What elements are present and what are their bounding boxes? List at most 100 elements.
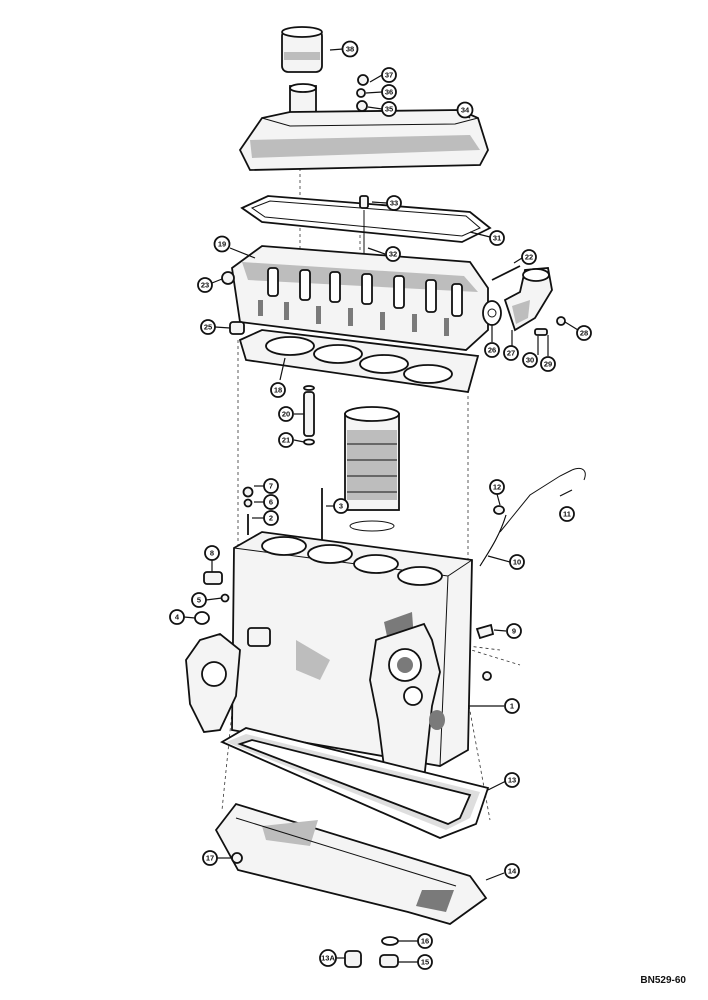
callout-label: 10 bbox=[513, 558, 521, 567]
callout-label: 3 bbox=[339, 502, 343, 511]
pan-bolt bbox=[231, 852, 243, 864]
callout-label: 1 bbox=[510, 702, 514, 711]
callout-label: 13 bbox=[508, 776, 516, 785]
callout-label: 14 bbox=[508, 867, 517, 876]
callout-12: 12 bbox=[489, 479, 505, 495]
callout-18: 18 bbox=[270, 382, 286, 398]
callout-4: 4 bbox=[169, 609, 185, 625]
oil-pan-gasket bbox=[220, 727, 490, 839]
callout-14: 14 bbox=[504, 863, 520, 879]
valve-cover-gasket bbox=[240, 195, 492, 243]
callout-label: 26 bbox=[488, 346, 496, 355]
callout-30: 30 bbox=[522, 352, 538, 368]
dipstick-tube bbox=[479, 514, 507, 567]
callout-label: 18 bbox=[274, 386, 282, 395]
callout-label: 36 bbox=[385, 88, 393, 97]
callout-27: 27 bbox=[503, 345, 519, 361]
callout-label: 32 bbox=[389, 250, 397, 259]
callout-label: 23 bbox=[201, 281, 209, 290]
callout-29: 29 bbox=[540, 356, 556, 372]
callout-8: 8 bbox=[204, 545, 220, 561]
outlet-gasket bbox=[482, 300, 502, 326]
callout-label: 7 bbox=[269, 482, 273, 491]
head-gasket bbox=[238, 329, 480, 394]
callout-11: 11 bbox=[559, 506, 575, 522]
callout-33: 33 bbox=[386, 195, 402, 211]
callout-20: 20 bbox=[278, 406, 294, 422]
callout-label: 29 bbox=[544, 360, 552, 369]
head-side-ports bbox=[258, 300, 449, 336]
callout-22: 22 bbox=[521, 249, 537, 265]
callout-label: 27 bbox=[507, 349, 515, 358]
callout-19: 19 bbox=[213, 235, 231, 253]
callout-label: 21 bbox=[282, 436, 290, 445]
callout-label: 6 bbox=[269, 498, 273, 507]
block-side-flange bbox=[185, 627, 271, 733]
callout-label: 12 bbox=[493, 483, 501, 492]
callout-13: 13 bbox=[504, 772, 520, 788]
callout-2: 2 bbox=[263, 510, 279, 526]
callout-17: 17 bbox=[202, 850, 218, 866]
callout-label: 31 bbox=[493, 234, 501, 243]
cylinder-sleeve bbox=[344, 406, 400, 532]
callout-label: 30 bbox=[526, 356, 534, 365]
callout-34: 34 bbox=[456, 101, 474, 119]
cover-nut-stack bbox=[356, 74, 369, 112]
callout-25: 25 bbox=[200, 319, 216, 335]
callout-15: 15 bbox=[417, 954, 433, 970]
callout-7: 7 bbox=[263, 478, 279, 494]
valve-cover bbox=[238, 109, 489, 171]
stud-washer bbox=[243, 498, 253, 508]
head-bolt-bosses bbox=[267, 267, 463, 317]
oil-pan bbox=[214, 802, 488, 925]
callout-label: 22 bbox=[525, 253, 533, 262]
elbow-bolt bbox=[534, 328, 548, 336]
callout-label: 35 bbox=[385, 105, 393, 114]
dipstick bbox=[499, 467, 586, 533]
dipstick-plug bbox=[493, 505, 505, 515]
callout-label: 4 bbox=[175, 613, 180, 622]
callout-label: 37 bbox=[385, 71, 393, 80]
callout-label: 11 bbox=[563, 510, 571, 519]
callout-23: 23 bbox=[197, 277, 213, 293]
block-plug-small bbox=[482, 671, 492, 681]
callout-label: 16 bbox=[421, 937, 429, 946]
callout-28: 28 bbox=[576, 325, 592, 341]
callout-16: 16 bbox=[417, 933, 433, 949]
callout-label: 17 bbox=[206, 854, 214, 863]
callout-37: 37 bbox=[381, 67, 397, 83]
callout-label: 8 bbox=[210, 549, 214, 558]
callout-label: 25 bbox=[204, 323, 212, 332]
drain-plug bbox=[379, 954, 399, 968]
oil-filler-cap bbox=[281, 26, 323, 73]
callout-36: 36 bbox=[381, 84, 397, 100]
small-plug bbox=[220, 593, 230, 603]
pan-plug bbox=[344, 950, 362, 968]
callout-label: 2 bbox=[269, 514, 273, 523]
callout-1: 1 bbox=[504, 698, 520, 714]
callout-label: 28 bbox=[580, 329, 588, 338]
callout-label: 20 bbox=[282, 410, 290, 419]
drain-washer bbox=[381, 936, 399, 946]
callout-label: 15 bbox=[421, 958, 429, 967]
cylinder-head bbox=[231, 245, 489, 351]
head-stud bbox=[491, 265, 521, 281]
callout-13a: 13A bbox=[319, 949, 337, 967]
head-fitting bbox=[229, 321, 245, 335]
head-plug bbox=[221, 271, 235, 285]
dowel-tube bbox=[303, 385, 315, 437]
callout-label: 33 bbox=[390, 199, 398, 208]
stud-nut bbox=[242, 486, 254, 498]
seal-ring bbox=[194, 611, 210, 625]
callout-label: 34 bbox=[461, 106, 470, 115]
callout-26: 26 bbox=[484, 342, 500, 358]
callout-label: 5 bbox=[197, 596, 201, 605]
callout-35: 35 bbox=[381, 101, 397, 117]
oring bbox=[303, 438, 315, 446]
drawing-reference-code: BN529-60 bbox=[640, 975, 686, 986]
callout-38: 38 bbox=[341, 40, 359, 58]
callout-label: 9 bbox=[512, 627, 516, 636]
elbow-washer bbox=[556, 316, 566, 326]
water-outlet-elbow bbox=[503, 267, 553, 332]
